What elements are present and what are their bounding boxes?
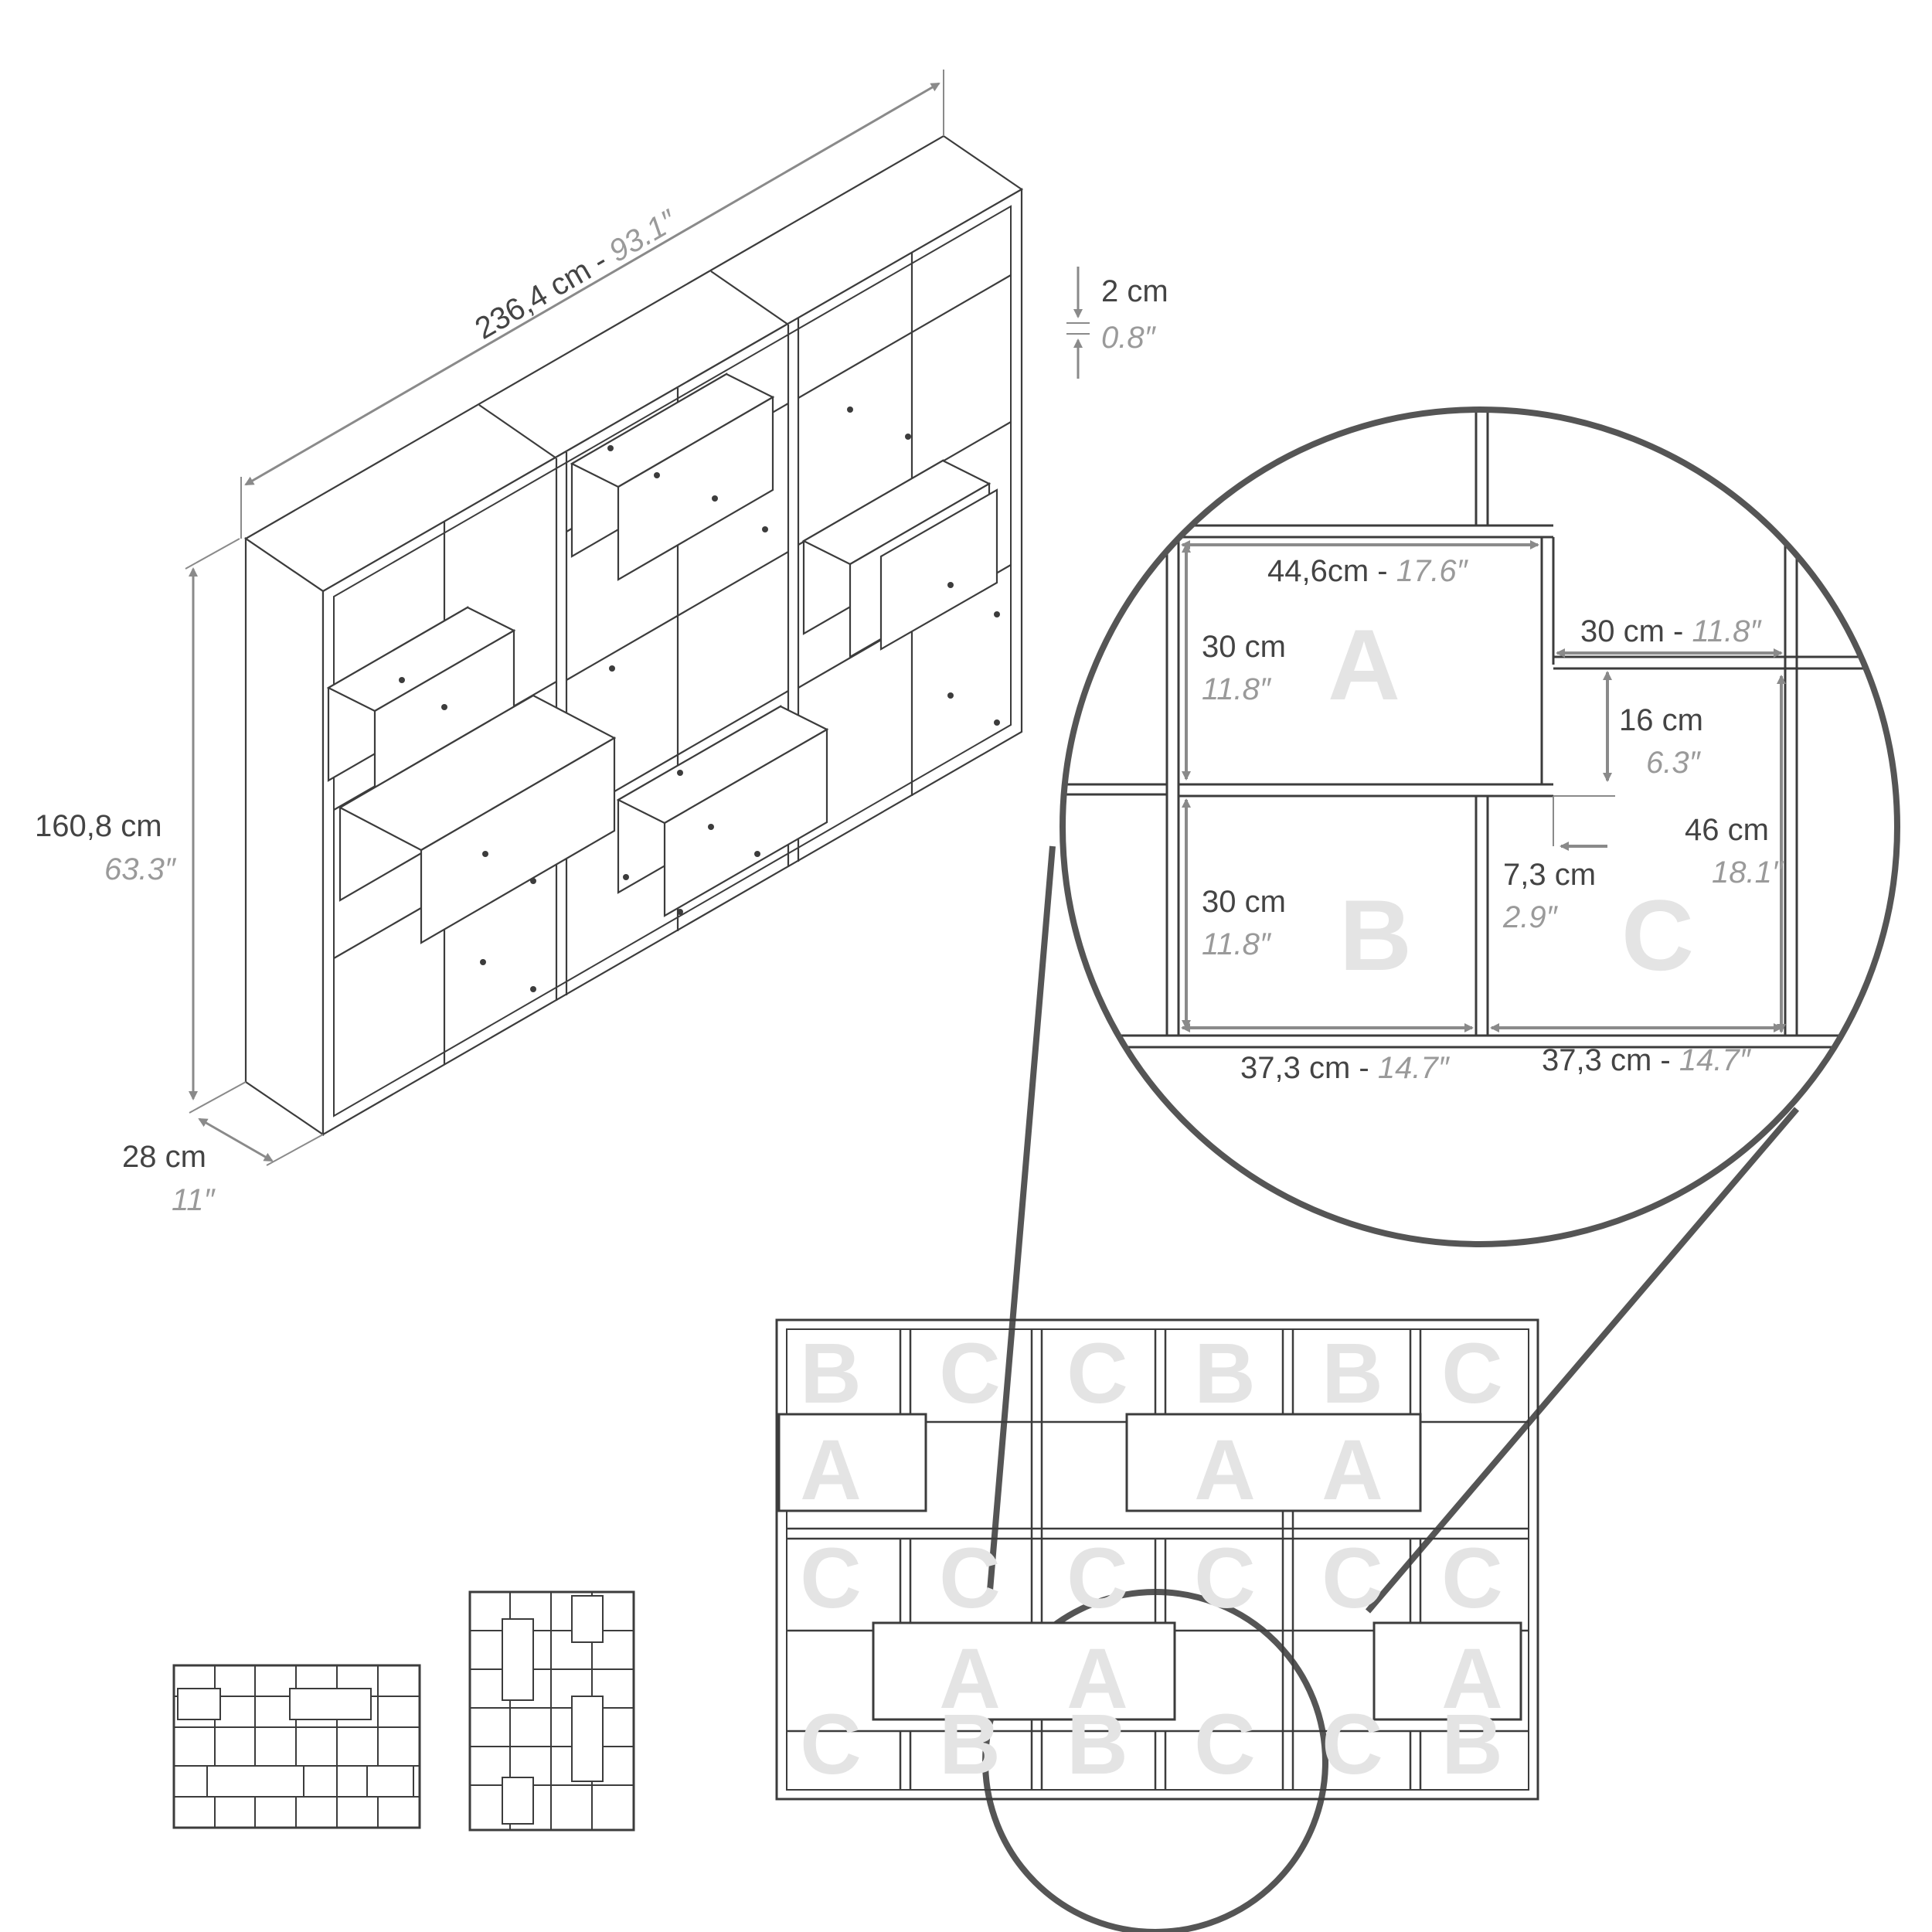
config-thumbnail-vertical <box>468 1590 635 1832</box>
grid-letter: C <box>1066 1531 1128 1626</box>
shelf-width-metric-label: 30 cm - <box>1580 614 1692 648</box>
width-metric-label: 236,4 cm - <box>470 240 621 346</box>
protruding-box <box>879 488 998 651</box>
protruding-box <box>616 705 829 917</box>
a-width-metric-label: 44,6cm - <box>1267 554 1396 588</box>
b-height-metric-label: 30 cm <box>1202 885 1286 919</box>
depth-dimension: 28 cm 11″ <box>122 1081 324 1217</box>
grid-letter: B <box>1194 1326 1255 1421</box>
grid-letter: A <box>1441 1631 1502 1726</box>
front-layout: B C C B B C A A A C C C C C C A A A C B … <box>775 1318 1539 1801</box>
grid-letter: B <box>939 1697 1000 1792</box>
shelf-width-imperial-label: 11.8″ <box>1692 614 1762 648</box>
depth-imperial-label: 11″ <box>172 1183 216 1217</box>
thickness-imperial-label: 0.8″ <box>1101 321 1157 355</box>
grid-letter: A <box>1321 1423 1383 1518</box>
grid-letter: C <box>939 1531 1000 1626</box>
a-height-metric-label: 30 cm <box>1202 630 1286 664</box>
grid-letter: B <box>1321 1326 1383 1421</box>
svg-text:30 cm - 11.8″: 30 cm - 11.8″ <box>1580 614 1762 648</box>
height-imperial-label: 63.3″ <box>104 852 177 886</box>
height-metric-label: 160,8 cm <box>35 809 162 843</box>
grid-letter: A <box>939 1631 1000 1726</box>
grid-letter: C <box>1441 1326 1502 1421</box>
svg-text:37,3 cm - 14.7″: 37,3 cm - 14.7″ <box>1542 1043 1752 1077</box>
grid-letter: C <box>800 1697 861 1792</box>
offset-imperial-label: 2.9″ <box>1502 900 1559 934</box>
depth-metric-label: 28 cm <box>122 1140 206 1174</box>
svg-text:44,6cm - 17.6″: 44,6cm - 17.6″ <box>1267 554 1469 588</box>
protruding-box <box>326 606 516 805</box>
detail-label-a: A <box>1328 608 1400 721</box>
detail-label-b: B <box>1339 879 1412 992</box>
grid-letter: A <box>1194 1423 1255 1518</box>
svg-text:37,3 cm - 14.7″: 37,3 cm - 14.7″ <box>1240 1051 1451 1085</box>
grid-letter: C <box>1321 1531 1383 1626</box>
a-height-imperial-label: 11.8″ <box>1202 672 1272 706</box>
grid-letter: A <box>800 1423 861 1518</box>
detail-circle-border <box>1060 406 1900 1247</box>
grid-letter: C <box>939 1326 1000 1421</box>
grid-letter: C <box>1194 1531 1255 1626</box>
protruding-box <box>338 694 617 944</box>
grid-letter: B <box>1441 1697 1502 1792</box>
detail-zoom: A B C 44,6cm - 17.6″ 30 cm <box>1060 406 1900 1247</box>
isometric-bookcase <box>243 134 1024 1137</box>
c-height-imperial-label: 18.1″ <box>1712 855 1784 889</box>
thickness-metric-label: 2 cm <box>1101 274 1168 308</box>
a-width-imperial-label: 17.6″ <box>1396 554 1469 588</box>
gap-metric-label: 16 cm <box>1619 703 1703 737</box>
grid-letter: B <box>800 1326 861 1421</box>
config-thumbnail-horizontal <box>172 1664 421 1829</box>
grid-letter: C <box>1441 1531 1502 1626</box>
grid-letter: C <box>1194 1697 1255 1792</box>
width-imperial-label: 93.1″ <box>604 203 683 269</box>
c-height-metric-label: 46 cm <box>1685 813 1769 847</box>
offset-metric-label: 7,3 cm <box>1503 858 1596 892</box>
height-dimension: 160,8 cm 63.3″ <box>35 538 240 1100</box>
gap-imperial-label: 6.3″ <box>1646 746 1702 780</box>
b-width-metric-label: 37,3 cm - <box>1240 1051 1378 1085</box>
c-width-metric-label: 37,3 cm - <box>1542 1043 1679 1077</box>
grid-letter: A <box>1066 1631 1128 1726</box>
grid-letter: C <box>800 1531 861 1626</box>
b-width-imperial-label: 14.7″ <box>1378 1051 1451 1085</box>
grid-letter: C <box>1066 1326 1128 1421</box>
detail-label-c: C <box>1621 879 1694 992</box>
b-height-imperial-label: 11.8″ <box>1202 927 1272 961</box>
grid-letter: C <box>1321 1697 1383 1792</box>
c-width-imperial-label: 14.7″ <box>1679 1043 1752 1077</box>
grid-letter: B <box>1066 1697 1128 1792</box>
thickness-dimension: 2 cm 0.8″ <box>1066 267 1168 379</box>
